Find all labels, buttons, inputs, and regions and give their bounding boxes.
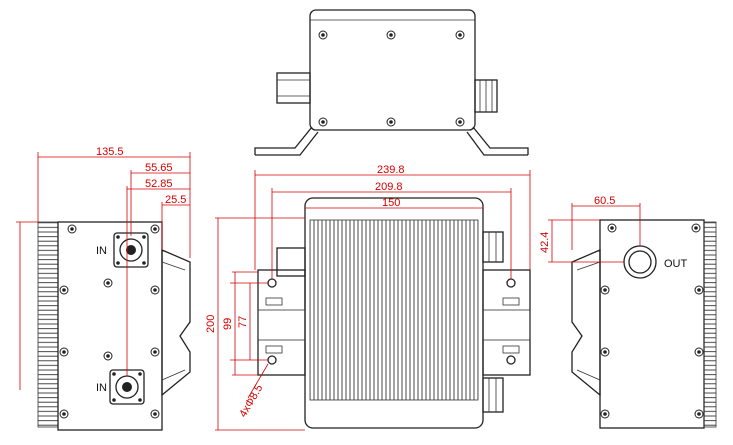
screw-icon	[150, 347, 160, 357]
screw-icon	[386, 30, 396, 40]
n-type-connector-icon	[113, 232, 149, 268]
screw-icon	[607, 223, 617, 233]
front-view-left-bracket	[257, 269, 306, 376]
mount-hole	[506, 355, 516, 365]
right-view-dimensions: 60.5 42.4	[539, 195, 641, 263]
screw-icon	[691, 223, 701, 233]
screw-icon	[59, 347, 69, 357]
dim-hole-callout: 4xΦ8.5	[237, 383, 265, 420]
screw-icon	[600, 285, 610, 295]
in-label-top: IN	[96, 245, 107, 257]
top-view	[254, 9, 529, 156]
left-view-side-panel	[161, 249, 191, 397]
dim-out-offset-h: 60.5	[594, 195, 615, 207]
right-side-view: OUT	[571, 219, 717, 429]
dim-in-offset-2: 52.85	[145, 178, 173, 190]
front-view	[230, 197, 531, 429]
top-view-body	[309, 9, 476, 131]
mount-hole	[506, 278, 516, 288]
screw-icon	[59, 409, 69, 419]
dim-height-total: 200	[205, 315, 217, 333]
mount-hole	[267, 355, 277, 365]
output-port	[623, 245, 657, 279]
screw-icon	[150, 224, 160, 234]
screw-icon	[150, 285, 160, 295]
top-view-left-connector	[276, 72, 311, 104]
dim-total-length: 239.8	[377, 164, 405, 176]
screw-icon	[694, 285, 704, 295]
screw-icon	[694, 409, 704, 419]
screw-icon	[67, 224, 77, 234]
screw-icon	[103, 278, 113, 288]
out-label: OUT	[664, 258, 688, 270]
dim-edge-offset: 25.5	[165, 194, 186, 206]
dim-mount-spacing: 209.8	[375, 181, 403, 193]
right-view-side-panel	[571, 249, 601, 397]
screw-icon	[150, 409, 160, 419]
front-view-bottom-gland	[482, 377, 504, 413]
screw-icon	[600, 409, 610, 419]
screw-icon	[386, 117, 396, 127]
front-view-left-connector	[276, 247, 306, 277]
screw-icon	[318, 117, 328, 127]
screw-icon	[103, 351, 113, 361]
screw-icon	[455, 117, 465, 127]
right-view-fins	[703, 221, 717, 428]
screw-icon	[694, 347, 704, 357]
left-view-dimensions: 135.5 55.65 52.85 25.5	[37, 146, 191, 376]
front-view-fins	[309, 219, 479, 401]
dim-out-offset-v: 42.4	[539, 232, 551, 253]
dim-height-mid: 99	[222, 318, 234, 330]
dim-in-offset-1: 55.65	[145, 162, 173, 174]
dim-height-inner: 77	[237, 316, 249, 328]
front-view-top-gland	[482, 231, 504, 263]
top-view-right-bracket	[472, 126, 529, 155]
left-view-fins	[37, 221, 59, 428]
screw-icon	[318, 30, 328, 40]
screw-icon	[59, 285, 69, 295]
mount-hole	[267, 278, 277, 288]
left-side-view: IN IN	[16, 221, 191, 431]
in-label-bottom: IN	[96, 382, 107, 394]
dim-left-width: 135.5	[96, 146, 124, 158]
screw-icon	[455, 30, 465, 40]
dim-body-length: 150	[382, 197, 400, 209]
top-view-left-bracket	[254, 126, 313, 155]
screw-icon	[600, 347, 610, 357]
